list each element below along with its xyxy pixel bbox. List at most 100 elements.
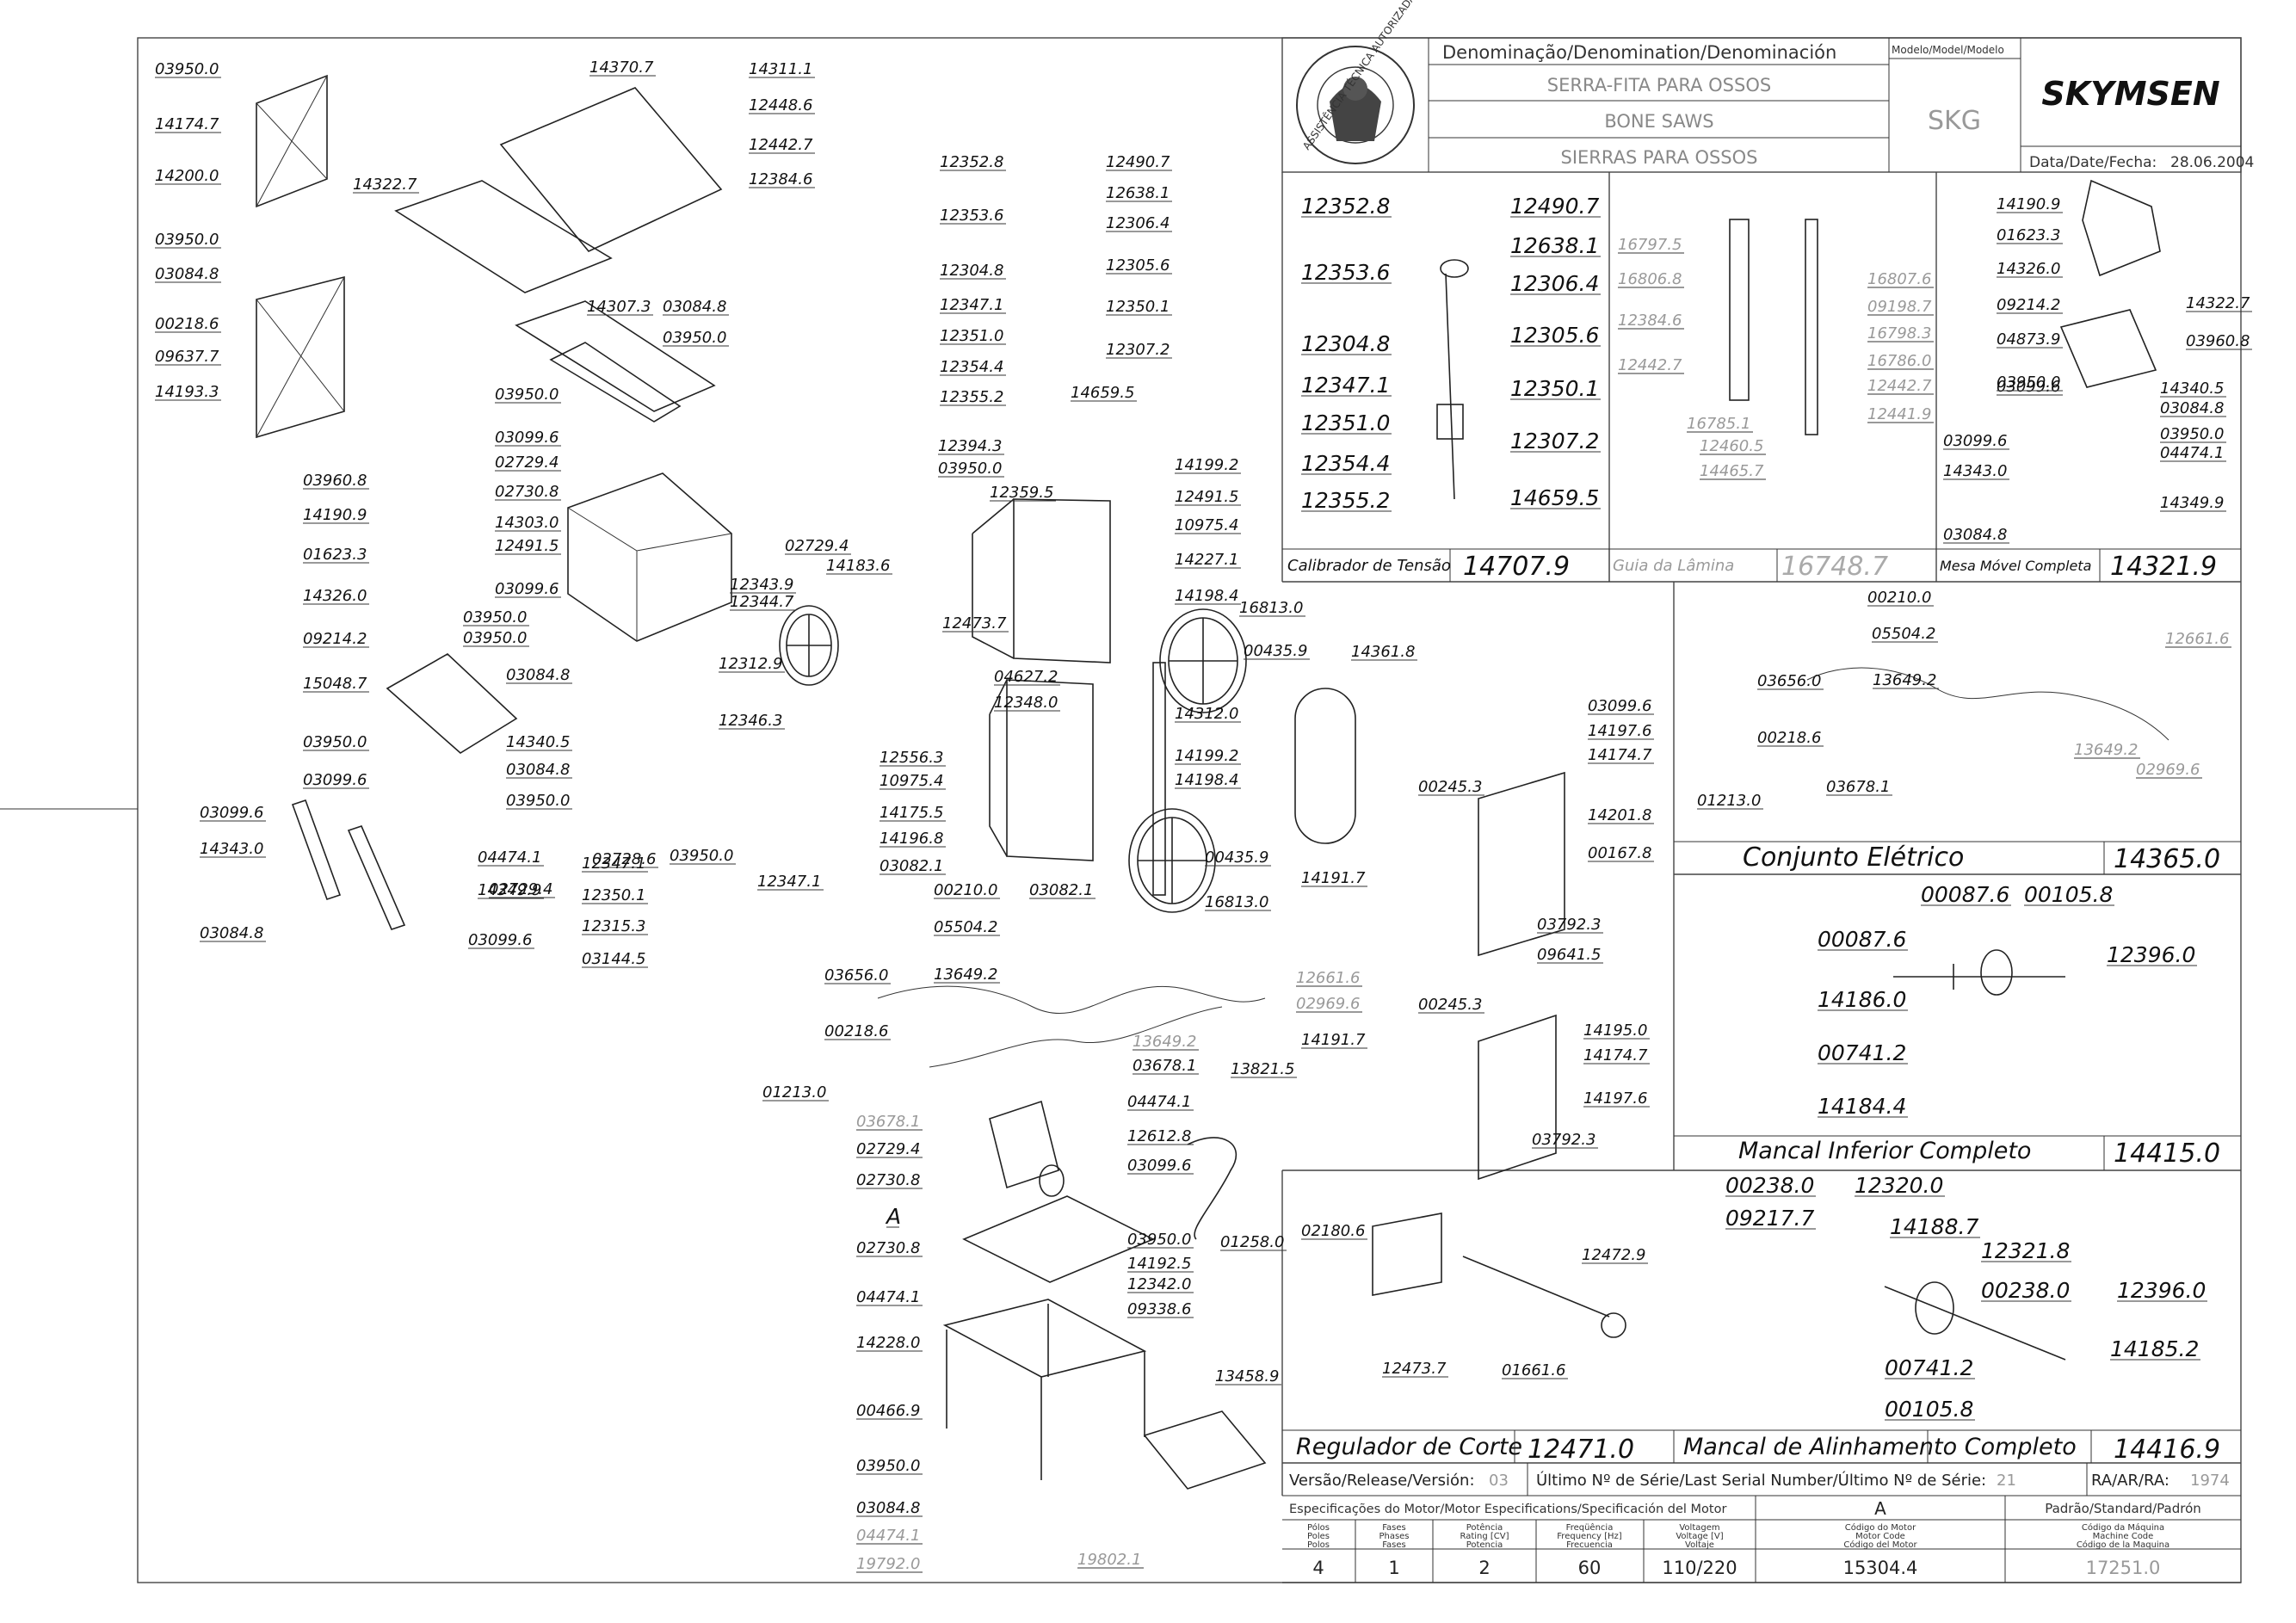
part-callout-label: 03950.0 — [663, 329, 726, 347]
part-callout-label: 00210.0 — [934, 881, 997, 899]
part-callout-label: 12347.1 — [1301, 373, 1390, 398]
part-callout-label: 12306.4 — [1106, 214, 1170, 232]
part-callout-label: 14186.0 — [1818, 987, 1906, 1012]
part-callout-label: 19802.1 — [1077, 1551, 1141, 1569]
part-callout-label: 03678.1 — [1133, 1057, 1196, 1075]
version-label: Versão/Release/Versión: — [1289, 1472, 1475, 1490]
model-header: Modelo/Model/Modelo — [1892, 44, 2004, 56]
part-callout-label: 02180.6 — [1301, 1222, 1365, 1240]
table-code: 14321.9 — [2110, 552, 2217, 582]
part-callout-label: 14201.8 — [1588, 806, 1651, 824]
standard-header: Padrão/Standard/Padrón — [2045, 1501, 2201, 1516]
part-callout-label: 12472.9 — [1582, 1246, 1645, 1264]
poles-label-l2: Poles — [1307, 1532, 1330, 1541]
part-sketches — [256, 74, 2169, 1490]
part-callout-label: 14227.1 — [1175, 551, 1238, 569]
part-callout-label: 09214.2 — [303, 630, 367, 648]
power-label-l1: Potência — [1466, 1522, 1503, 1533]
poles-label-l1: Pólos — [1307, 1522, 1330, 1533]
part-callout-label: 13649.2 — [1873, 671, 1936, 689]
part-callout-label: 09338.6 — [1127, 1300, 1191, 1318]
part-callout-label: 03082.1 — [1029, 881, 1093, 899]
blade-guide-code: 16748.7 — [1781, 552, 1888, 582]
part-callout-label: 14195.0 — [1583, 1021, 1647, 1040]
part-callout-label: 09214.2 — [1997, 296, 2060, 314]
callout-labels: 03950.014174.714200.003950.003084.800218… — [155, 59, 2252, 1573]
part-callout-label: 12348.0 — [994, 694, 1058, 712]
freq-label-l1: Freqüência — [1566, 1522, 1614, 1533]
part-callout-label: 00105.8 — [2024, 882, 2113, 907]
part-callout-label: 12353.6 — [940, 207, 1003, 225]
phases-label-l1: Fases — [1382, 1523, 1406, 1533]
part-callout-label: 12347.1 — [582, 855, 645, 873]
part-callout-label: 03950.0 — [1997, 373, 2060, 392]
part-callout-label: 03084.8 — [155, 265, 219, 283]
part-callout-label: 10975.4 — [880, 772, 943, 790]
lower-bearing-code: 14415.0 — [2114, 1139, 2220, 1169]
part-callout-label: 12352.8 — [940, 153, 1003, 171]
part-callout-label: 09637.7 — [155, 348, 219, 366]
part-callout-label: 01258.0 — [1220, 1233, 1284, 1251]
denomination-header: Denominação/Denomination/Denominación — [1442, 42, 1836, 63]
part-callout-label: 12556.3 — [880, 749, 943, 767]
part-callout-label: 13821.5 — [1231, 1060, 1294, 1078]
part-callout-label: 13649.2 — [1133, 1033, 1196, 1051]
part-callout-label: 12315.3 — [582, 917, 645, 935]
part-callout-label: A — [885, 1204, 901, 1229]
part-callout-label: 14191.7 — [1301, 1031, 1366, 1049]
motor-spec-header: Especificações do Motor/Motor Especifica… — [1289, 1503, 1726, 1516]
part-callout-label: 16797.5 — [1618, 236, 1682, 254]
part-callout-label: 03656.0 — [1757, 672, 1821, 690]
machine-code-label-l1: Código da Máquina — [2082, 1522, 2164, 1533]
part-callout-label: 01623.3 — [1997, 226, 2060, 244]
part-callout-label: 14659.5 — [1071, 384, 1134, 402]
part-callout-label: 00741.2 — [1818, 1040, 1906, 1065]
part-callout-label: 12491.5 — [1175, 488, 1238, 506]
part-callout-label: 12661.6 — [1296, 969, 1360, 987]
part-callout-label: 03084.8 — [506, 666, 570, 684]
part-callout-label: 03099.6 — [1943, 432, 2007, 450]
name-en: BONE SAWS — [1604, 111, 1713, 132]
part-callout-label: 12491.5 — [495, 537, 559, 555]
part-callout-label: 03950.0 — [670, 847, 733, 865]
part-callout-label: 04474.1 — [856, 1527, 920, 1545]
model-code: SKG — [1928, 106, 1981, 136]
part-callout-label: 03950.0 — [2160, 425, 2224, 443]
cut-regulator-code: 12471.0 — [1528, 1435, 1634, 1465]
motor-code-label-l2: Motor Code — [1855, 1532, 1905, 1541]
part-callout-label: 09641.5 — [1537, 946, 1601, 964]
part-callout-label: 00087.6 — [1818, 927, 1906, 952]
part-callout-label: 12305.6 — [1106, 256, 1170, 275]
part-callout-label: 12638.1 — [1106, 184, 1170, 202]
part-callout-label: 12354.4 — [940, 358, 1003, 376]
phases-value: 1 — [1388, 1558, 1399, 1578]
frequency-value: 60 — [1578, 1558, 1602, 1578]
part-callout-label: 12353.6 — [1301, 260, 1390, 285]
part-callout-label: 12490.7 — [1510, 194, 1599, 219]
part-callout-label: 03144.5 — [582, 950, 645, 968]
part-callout-label: 12344.7 — [730, 593, 794, 611]
part-callout-label: 12307.2 — [1510, 429, 1599, 454]
footer-block — [1282, 1463, 2241, 1583]
part-callout-label: 04474.1 — [478, 849, 541, 867]
part-callout-label: 03950.0 — [463, 629, 527, 647]
part-callout-label: 14196.8 — [880, 830, 943, 848]
part-callout-label: 00218.6 — [824, 1022, 888, 1040]
part-callout-label: 03950.0 — [463, 608, 527, 626]
part-callout-label: 03656.0 — [824, 966, 888, 984]
voltage-label-l3: Voltaje — [1685, 1540, 1714, 1550]
ra-value: 1974 — [2190, 1472, 2230, 1490]
part-callout-label: 12355.2 — [940, 388, 1003, 406]
part-callout-label: 03678.1 — [856, 1113, 920, 1131]
power-value: 2 — [1478, 1558, 1490, 1578]
authorized-service-badge: ASSISTÊNCIA TÉCNICA AUTORIZADA — [1296, 0, 1418, 164]
machine-code-value: 17251.0 — [2086, 1558, 2161, 1578]
part-callout-label: 12442.7 — [1867, 377, 1932, 395]
part-callout-label: 03099.6 — [495, 580, 559, 598]
part-callout-label: 14191.7 — [1301, 869, 1366, 887]
part-callout-label: 14340.5 — [2160, 380, 2224, 398]
part-callout-label: 14185.2 — [2110, 1336, 2199, 1361]
title-block: ASSISTÊNCIA TÉCNICA AUTORIZADA Denominaç… — [1281, 0, 2254, 173]
part-callout-label: 03084.8 — [663, 298, 726, 316]
